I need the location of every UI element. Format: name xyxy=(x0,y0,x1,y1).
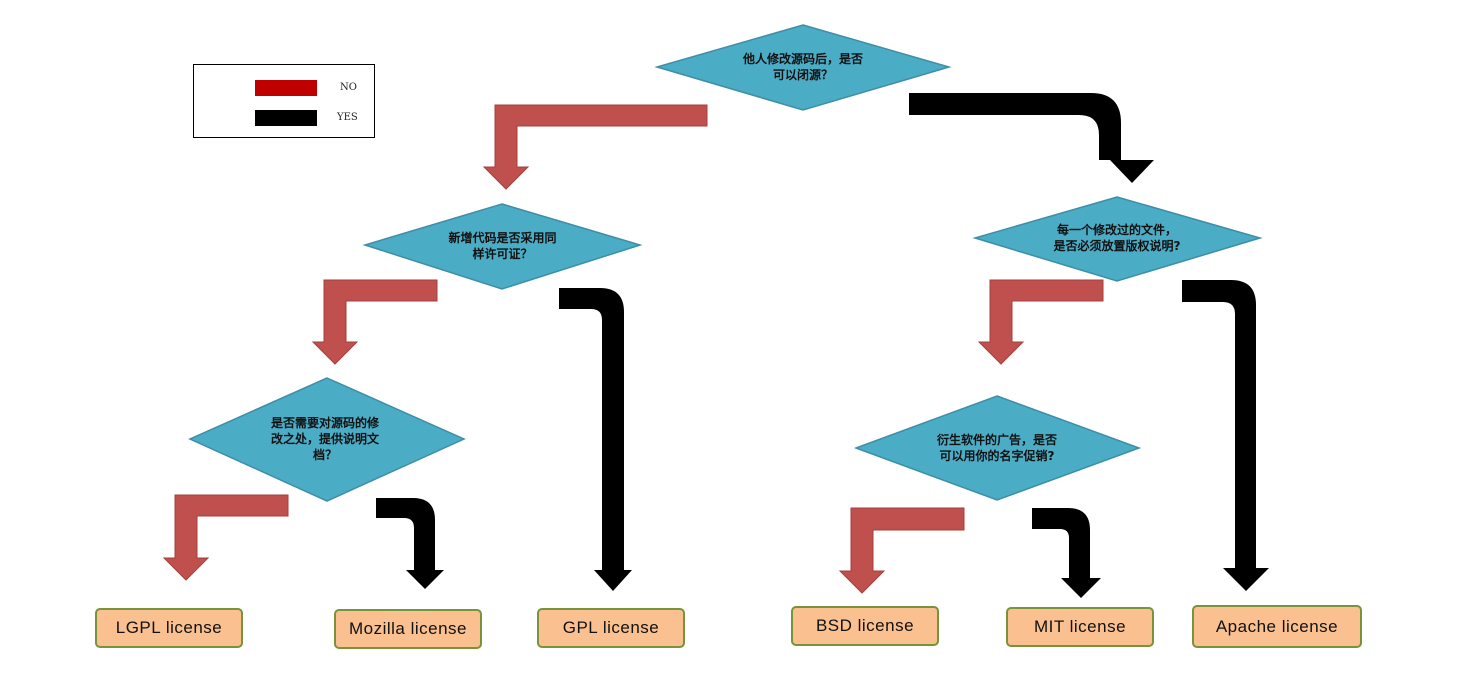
license-lgpl: LGPL license xyxy=(95,608,243,648)
license-gpl: GPL license xyxy=(537,608,685,648)
yes-arrow-q1 xyxy=(909,93,1154,183)
license-apache: Apache license xyxy=(1192,605,1362,648)
legend-no-swatch xyxy=(255,80,317,96)
license-mozilla: Mozilla license xyxy=(334,609,482,649)
license-bsd: BSD license xyxy=(791,606,939,646)
yes-arrow-q2 xyxy=(559,288,632,591)
decision-diamond-q1 xyxy=(654,24,952,111)
legend-box: NO YES xyxy=(193,64,375,138)
no-arrow-q4 xyxy=(977,279,1104,365)
yes-arrow-q5 xyxy=(1032,508,1101,598)
no-arrow-q1 xyxy=(482,104,708,190)
yes-arrow-q4 xyxy=(1182,280,1269,591)
no-arrow-q2 xyxy=(311,279,438,365)
yes-arrow-q3 xyxy=(376,498,444,589)
no-arrow-q3 xyxy=(162,494,289,581)
question-q1-text: 他人修改源码后，是否 可以闭源？ xyxy=(742,52,863,82)
no-arrow-q5 xyxy=(838,507,965,594)
decision-diamond-q4 xyxy=(972,196,1263,282)
decision-diamond-q3 xyxy=(188,377,466,502)
question-q3-text: 是否需要对源码的修 改之处，提供说明文 档？ xyxy=(270,416,379,462)
decision-diamond-q5 xyxy=(853,395,1142,501)
question-q2-text: 新增代码是否采用同 样许可证？ xyxy=(448,231,557,261)
license-mit: MIT license xyxy=(1006,607,1154,647)
question-q4-text: 每一个修改过的文件， 是否必须放置版权说明? xyxy=(1053,223,1181,253)
legend-yes-label: YES xyxy=(337,112,358,123)
question-q5-text: 衍生软件的广告，是否 可以用你的名字促销? xyxy=(936,433,1057,463)
decision-diamond-q2 xyxy=(362,203,643,290)
legend-yes-swatch xyxy=(255,110,317,126)
legend-no-label: NO xyxy=(340,82,357,93)
